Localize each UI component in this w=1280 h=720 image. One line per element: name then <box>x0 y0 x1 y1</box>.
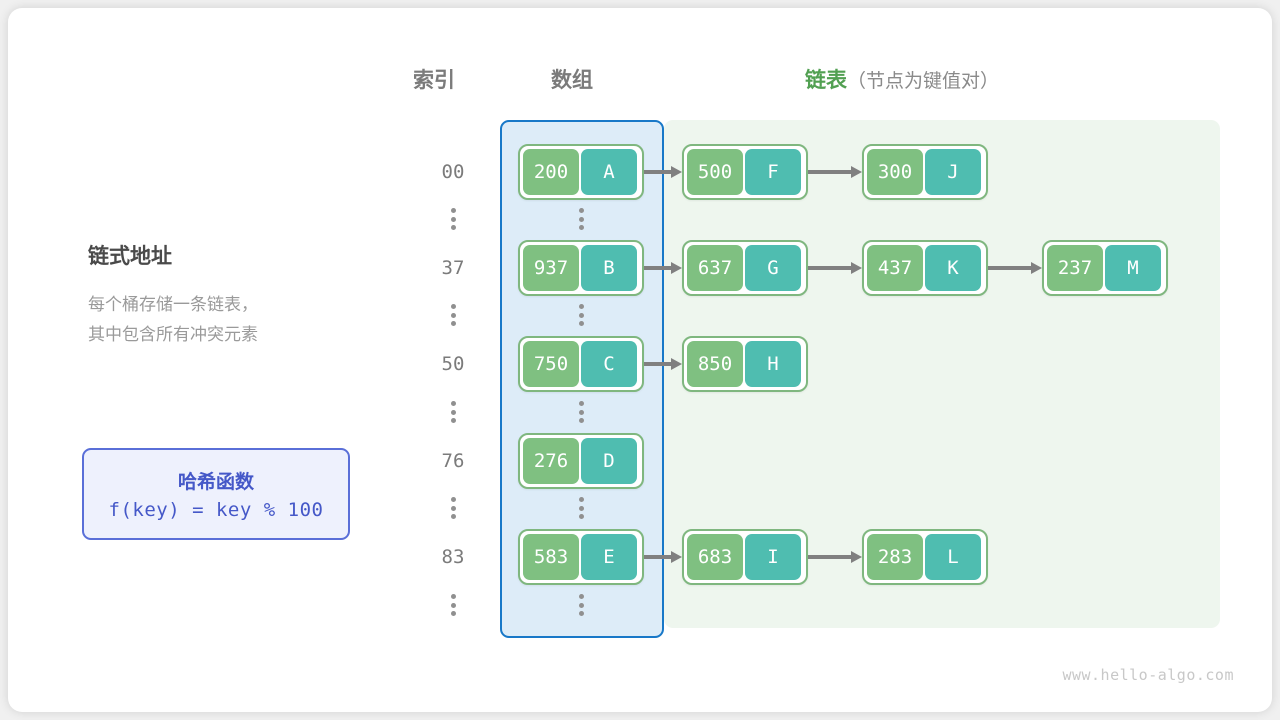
index-ellipsis-icon <box>443 208 463 230</box>
node-key: 683 <box>687 534 743 580</box>
node-key: 276 <box>523 438 579 484</box>
node-key: 437 <box>867 245 923 291</box>
node-key: 283 <box>867 534 923 580</box>
array-ellipsis-icon <box>571 401 591 423</box>
link-arrow <box>644 262 682 274</box>
array-ellipsis-icon <box>571 497 591 519</box>
link-arrow <box>808 262 862 274</box>
link-arrow <box>644 551 682 563</box>
watermark: www.hello-algo.com <box>1062 666 1234 684</box>
panel-description-line-1: 每个桶存储一条链表， <box>88 295 258 314</box>
link-arrow <box>644 166 682 178</box>
header-linked-list-sub: （节点为键值对） <box>847 71 1000 92</box>
node-value: L <box>925 534 981 580</box>
link-arrow <box>988 262 1042 274</box>
hash-function-formula: f(key) = key % 100 <box>108 499 324 521</box>
node-key: 850 <box>687 341 743 387</box>
node-value: H <box>745 341 801 387</box>
header-linked-list-main: 链表 <box>805 69 847 92</box>
panel-description: 每个桶存储一条链表， 其中包含所有冲突元素 <box>88 290 258 350</box>
bucket-index-label: 50 <box>441 353 465 375</box>
link-arrow <box>808 166 862 178</box>
diagram-card: 索引 数组 链表（节点为键值对） 链式地址 每个桶存储一条链表， 其中包含所有冲… <box>8 8 1272 712</box>
array-ellipsis-icon <box>571 594 591 616</box>
index-ellipsis-icon <box>443 401 463 423</box>
array-ellipsis-icon <box>571 208 591 230</box>
node-key: 750 <box>523 341 579 387</box>
node-value: J <box>925 149 981 195</box>
node-key: 200 <box>523 149 579 195</box>
panel-title: 链式地址 <box>88 245 172 268</box>
bucket-index-label: 00 <box>441 161 465 183</box>
node-key: 300 <box>867 149 923 195</box>
node-key: 500 <box>687 149 743 195</box>
bucket-index-label: 76 <box>441 450 465 472</box>
index-ellipsis-icon <box>443 594 463 616</box>
node-value: K <box>925 245 981 291</box>
node-key: 637 <box>687 245 743 291</box>
node-value: E <box>581 534 637 580</box>
node-value: A <box>581 149 637 195</box>
hash-function-box: 哈希函数 f(key) = key % 100 <box>82 448 350 540</box>
panel-description-line-2: 其中包含所有冲突元素 <box>88 325 258 344</box>
node-key: 583 <box>523 534 579 580</box>
node-value: M <box>1105 245 1161 291</box>
node-value: G <box>745 245 801 291</box>
bucket-index-label: 37 <box>441 257 465 279</box>
node-value: C <box>581 341 637 387</box>
node-value: I <box>745 534 801 580</box>
link-arrow <box>808 551 862 563</box>
index-ellipsis-icon <box>443 304 463 326</box>
header-linked-list: 链表（节点为键值对） <box>805 64 999 94</box>
node-value: D <box>581 438 637 484</box>
node-value: B <box>581 245 637 291</box>
header-index: 索引 <box>413 69 455 92</box>
hash-function-title: 哈希函数 <box>177 472 254 493</box>
header-array: 数组 <box>551 69 593 92</box>
node-value: F <box>745 149 801 195</box>
index-ellipsis-icon <box>443 497 463 519</box>
node-key: 237 <box>1047 245 1103 291</box>
link-arrow <box>644 358 682 370</box>
node-key: 937 <box>523 245 579 291</box>
bucket-index-label: 83 <box>441 546 465 568</box>
array-ellipsis-icon <box>571 304 591 326</box>
